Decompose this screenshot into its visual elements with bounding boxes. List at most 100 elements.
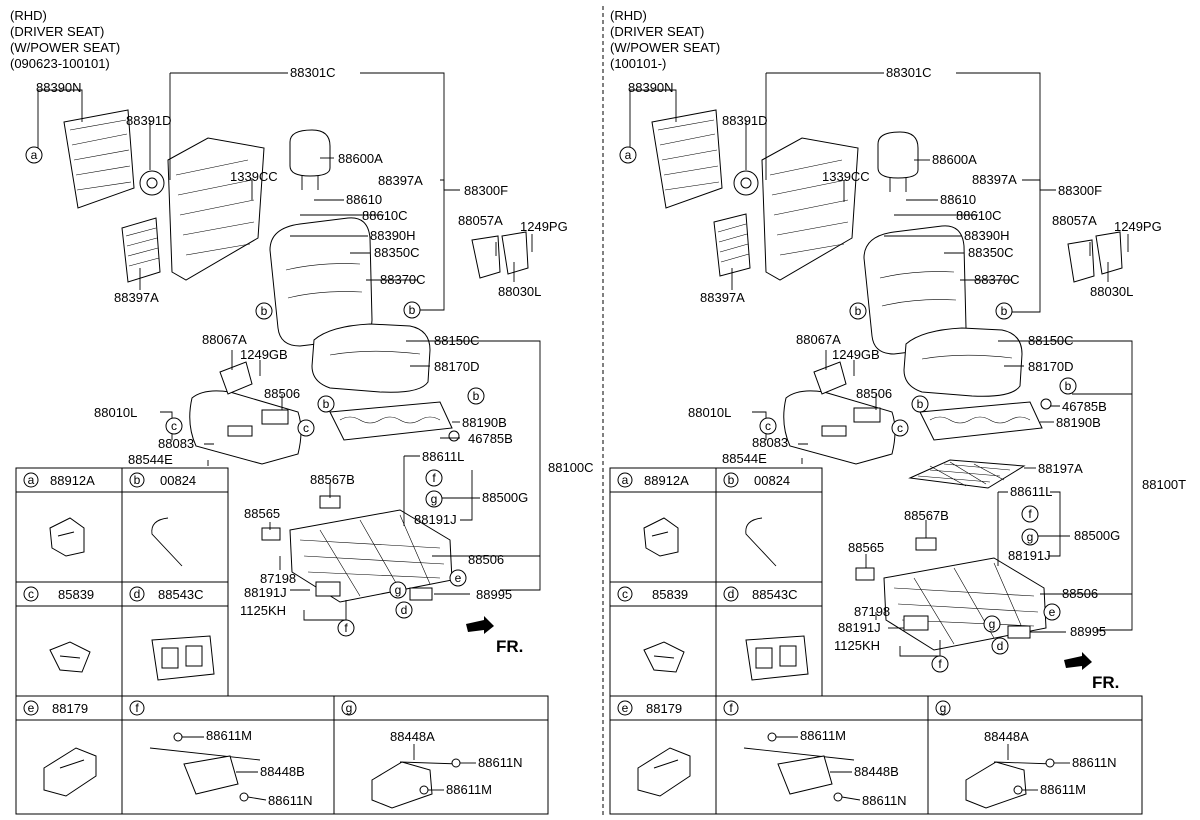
seat-back-frame <box>651 109 723 209</box>
callout-b-2: b <box>409 303 416 317</box>
callout-f-2: f <box>938 657 942 671</box>
label-88611L: 88611L <box>422 449 464 464</box>
side-shield-pieces <box>1067 231 1123 283</box>
label-1125KH: 1125KH <box>834 638 880 653</box>
label-88397A-top: 88397A <box>378 173 423 188</box>
label-88610: 88610 <box>346 192 382 207</box>
legend-letter-e: e <box>622 701 629 715</box>
legend-code-c: 85839 <box>652 587 688 602</box>
label-88350C: 88350C <box>968 245 1014 260</box>
seat-spring-mat <box>919 401 1043 441</box>
label-88995: 88995 <box>1070 624 1106 639</box>
callout-e: e <box>1049 605 1056 619</box>
label-1249PG: 1249PG <box>520 219 568 234</box>
front-label: FR. <box>1092 673 1119 692</box>
callout-c-2: c <box>303 421 309 435</box>
label-88600A: 88600A <box>338 151 383 166</box>
label-88390N: 88390N <box>36 80 82 95</box>
legend-g-88611M: 88611M <box>446 782 492 797</box>
callout-b-1: b <box>261 304 268 318</box>
header-line-2: (DRIVER SEAT) <box>610 24 704 39</box>
label-88611L: 88611L <box>1010 484 1052 499</box>
label-88610C: 88610C <box>362 208 408 223</box>
callout-f-2: f <box>344 621 348 635</box>
left-part-labels: 88301C 88390N 88391D 88600A 1339CC 88397… <box>36 65 594 618</box>
label-88506-top: 88506 <box>856 386 892 401</box>
label-88610C: 88610C <box>956 208 1002 223</box>
right-legend-grid: a 88912A b 00824 c 85839 d 88543C e 8817… <box>609 467 1143 815</box>
label-88067A: 88067A <box>202 332 247 347</box>
headrest <box>877 131 919 192</box>
label-88057A: 88057A <box>1052 213 1097 228</box>
recliner-disc <box>733 170 759 196</box>
label-88506-bottom: 88506 <box>1062 586 1098 601</box>
callout-g-1: g <box>431 492 438 506</box>
label-88397A-bottom: 88397A <box>114 290 159 305</box>
callout-c-1: c <box>171 419 177 433</box>
legend-code-b: 00824 <box>754 473 790 488</box>
callout-f-1: f <box>1028 507 1032 521</box>
legend-letter-f: f <box>135 701 139 715</box>
side-shield-pieces <box>471 231 529 279</box>
seat-back-panel <box>761 137 859 281</box>
front-label: FR. <box>496 637 523 656</box>
legend-g-88448A: 88448A <box>390 729 435 744</box>
label-88170D: 88170D <box>434 359 480 374</box>
legend-letter-b: b <box>728 473 735 487</box>
label-88995: 88995 <box>476 587 512 602</box>
label-46785B: 46785B <box>468 431 513 446</box>
label-88506-top: 88506 <box>264 386 300 401</box>
small-brackets <box>855 398 1052 581</box>
label-1249GB: 1249GB <box>832 347 880 362</box>
label-88397A-bottom: 88397A <box>700 290 745 305</box>
label-88370C: 88370C <box>380 272 426 287</box>
legend-g-88611N: 88611N <box>478 755 523 770</box>
recliner-lever <box>813 361 847 395</box>
header-line-4: (100101-) <box>610 56 666 71</box>
label-46785B: 46785B <box>1062 399 1107 414</box>
label-88150C: 88150C <box>1028 333 1074 348</box>
label-88191J-bottom: 88191J <box>838 620 881 635</box>
callout-b-1: b <box>855 304 862 318</box>
legend-f-88611N: 88611N <box>862 793 907 808</box>
label-88197A: 88197A <box>1038 461 1083 476</box>
callout-e: e <box>455 571 462 585</box>
label-88506-bottom: 88506 <box>468 552 504 567</box>
label-88544E: 88544E <box>722 451 767 466</box>
right-header: (RHD) (DRIVER SEAT) (W/POWER SEAT) (1001… <box>610 8 720 71</box>
right-panel: (RHD) (DRIVER SEAT) (W/POWER SEAT) (1001… <box>609 8 1186 815</box>
legend-letter-c: c <box>622 587 628 601</box>
seat-cushion <box>903 327 1023 397</box>
seat-back-cushion <box>269 217 373 347</box>
label-87198: 87198 <box>854 604 890 619</box>
legend-g-88611N: 88611N <box>1072 755 1117 770</box>
legend-letter-f: f <box>729 701 733 715</box>
label-88390H: 88390H <box>370 228 416 243</box>
label-88100T: 88100T <box>1142 477 1186 492</box>
label-88567B: 88567B <box>904 508 949 523</box>
legend-code-e: 88179 <box>52 701 88 716</box>
label-88500G: 88500G <box>1074 528 1120 543</box>
label-88150C: 88150C <box>434 333 480 348</box>
label-88191J-top: 88191J <box>1008 548 1051 563</box>
label-88083: 88083 <box>158 436 194 451</box>
callout-g-2: g <box>395 583 402 597</box>
callout-c-2: c <box>897 421 903 435</box>
legend-g-88448A: 88448A <box>984 729 1029 744</box>
label-88191J-top: 88191J <box>414 512 457 527</box>
label-88390N: 88390N <box>628 80 674 95</box>
header-line-1: (RHD) <box>10 8 47 23</box>
label-1339CC: 1339CC <box>822 169 870 184</box>
front-arrow-icon <box>466 616 494 634</box>
seat-back-frame <box>63 109 135 209</box>
seat-cushion <box>311 323 431 393</box>
small-brackets <box>261 430 460 541</box>
label-88067A: 88067A <box>796 332 841 347</box>
legend-letter-c: c <box>28 587 34 601</box>
callout-b-2: b <box>1001 304 1008 318</box>
label-88567B: 88567B <box>310 472 355 487</box>
label-88083: 88083 <box>752 435 788 450</box>
label-88600A: 88600A <box>932 152 977 167</box>
label-88010L: 88010L <box>688 405 731 420</box>
left-header: (RHD) (DRIVER SEAT) (W/POWER SEAT) (0906… <box>10 8 120 71</box>
